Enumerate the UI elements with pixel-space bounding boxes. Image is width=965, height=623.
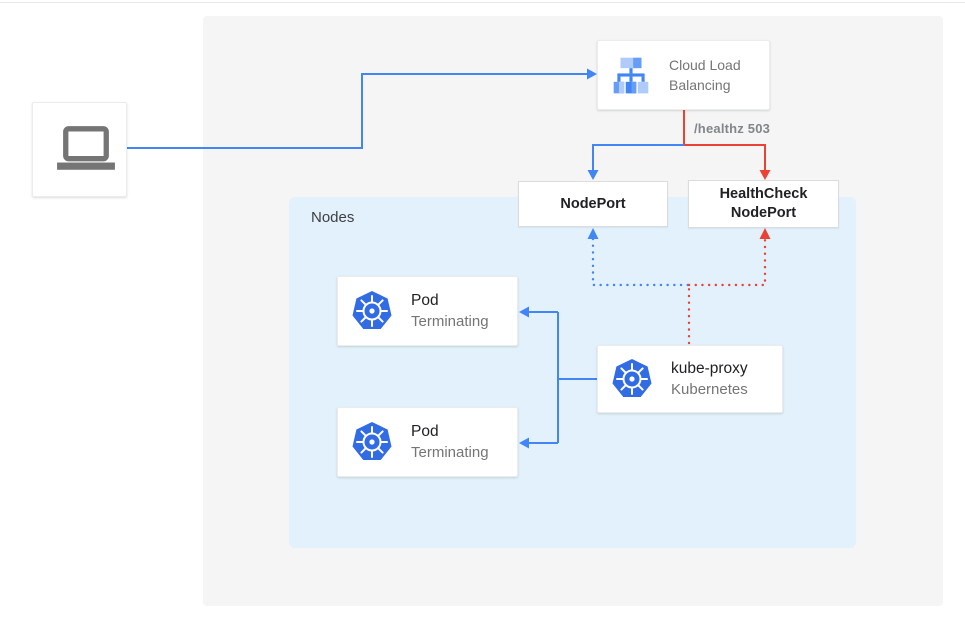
edge-kubeproxy-to-nodeport-dotted-arrowhead — [587, 228, 599, 239]
nodeport-label: NodePort — [560, 196, 626, 212]
laptop-icon — [56, 125, 115, 170]
healthcheck-nodeport-label-line2: NodePort — [730, 205, 797, 221]
edge-kubeproxy-to-pods — [528, 311, 597, 444]
edge-kubeproxy-to-pod2-arrowhead — [519, 437, 529, 449]
pod1-status: Terminating — [411, 313, 489, 330]
edge-clb-to-nodeport-arrowhead — [587, 170, 599, 180]
edge-clb-to-healthcheck-arrowhead — [759, 170, 771, 180]
kube-proxy-subtitle: Kubernetes — [671, 381, 748, 398]
pod2-node: Pod Terminating — [337, 407, 518, 477]
client-node — [32, 102, 127, 197]
edge-kubeproxy-to-nodeport-dotted — [591, 237, 690, 287]
edge-clb-to-healthcheck — [683, 110, 766, 171]
kubernetes-icon — [612, 359, 652, 397]
pod2-title: Pod — [411, 423, 439, 440]
edge-clb-to-nodeport — [592, 144, 684, 171]
top-divider — [0, 2, 965, 3]
edge-kubeproxy-to-pod1-arrowhead — [519, 306, 529, 318]
pod2-status: Terminating — [411, 444, 489, 461]
kubernetes-icon — [352, 291, 392, 329]
edge-client-to-clb-arrowhead — [587, 68, 597, 80]
healthcheck-nodeport-label-line1: HealthCheck — [719, 186, 808, 202]
nodeport-node: NodePort — [518, 181, 668, 227]
edge-kubeproxy-to-healthcheck-dotted — [687, 237, 767, 345]
cloud-load-balancing-node: Cloud Load Balancing — [597, 40, 770, 110]
pod1-node: Pod Terminating — [337, 276, 518, 346]
kube-proxy-node: kube-proxy Kubernetes — [597, 345, 783, 413]
healthz-annotation: /healthz 503 — [694, 121, 771, 136]
edge-kubeproxy-to-healthcheck-dotted-arrowhead — [759, 228, 771, 239]
pod1-title: Pod — [411, 292, 439, 309]
kube-proxy-title: kube-proxy — [671, 360, 748, 377]
edge-client-to-clb — [127, 73, 588, 149]
load-balancer-icon — [613, 57, 649, 94]
healthcheck-nodeport-node: HealthCheck NodePort — [688, 180, 839, 228]
nodes-container-label: Nodes — [311, 209, 355, 226]
kubernetes-icon — [352, 422, 392, 460]
cloud-load-balancing-label: Cloud Load Balancing — [669, 57, 741, 93]
